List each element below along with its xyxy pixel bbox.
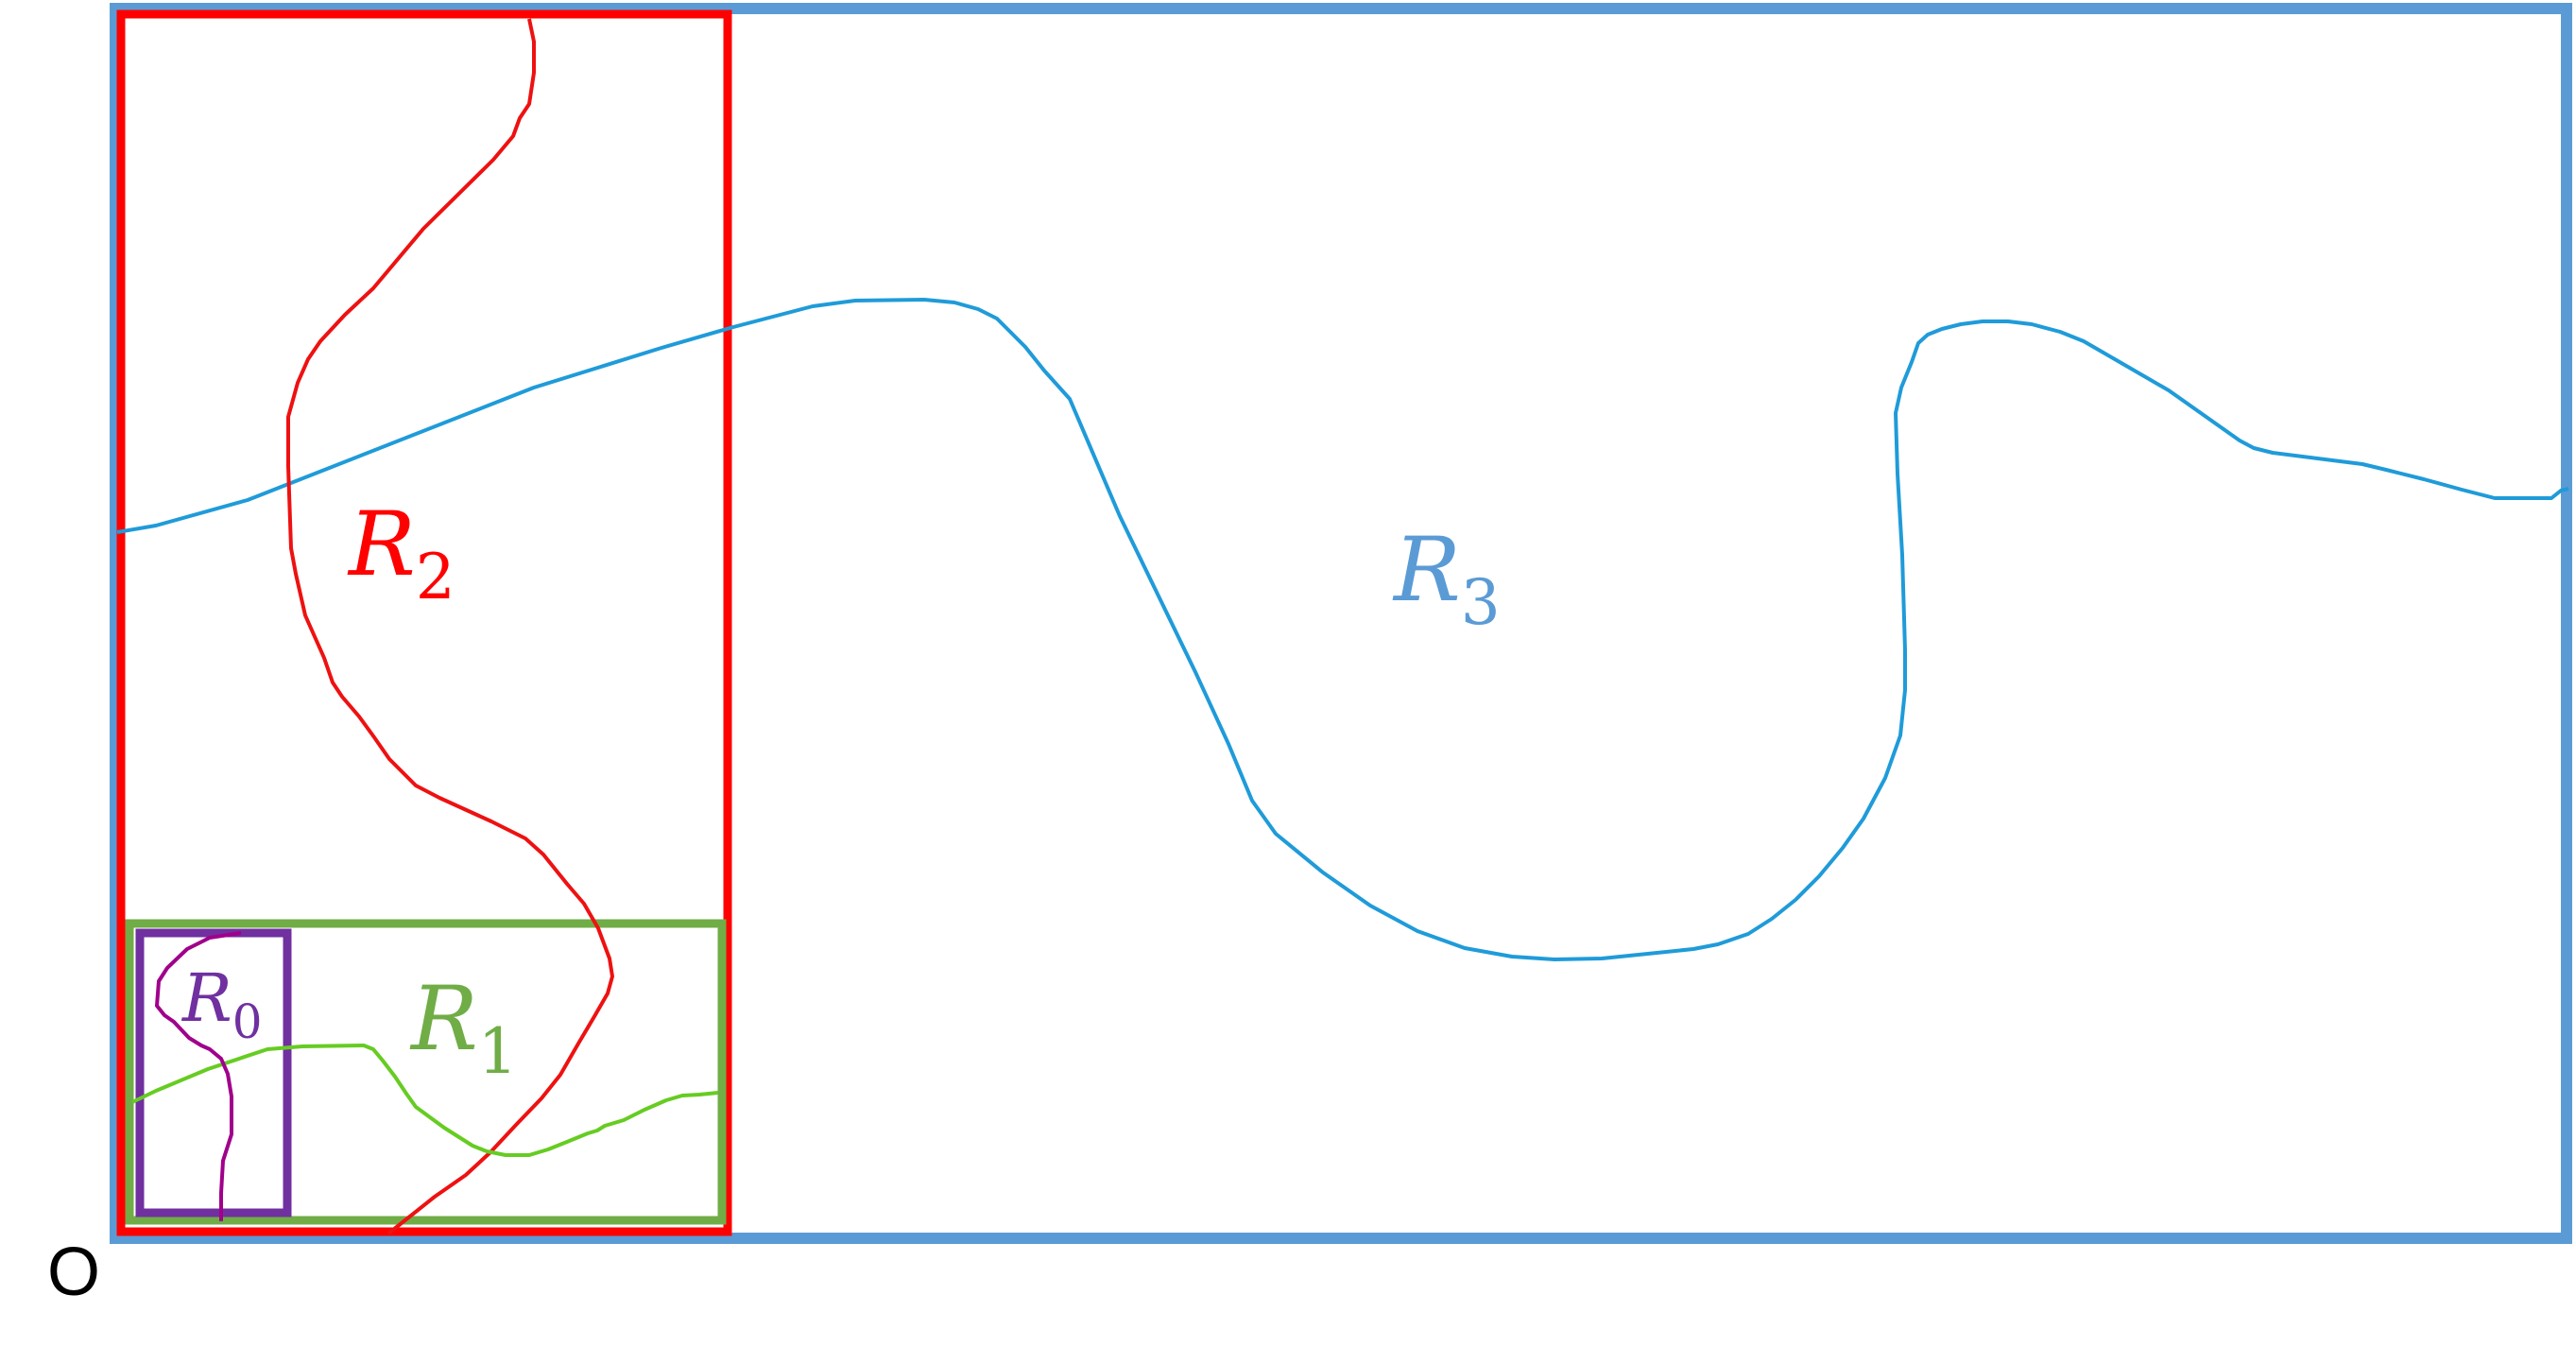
region-r0-label: R0 (180, 959, 263, 1049)
region-r3-label: R3 (1392, 519, 1501, 639)
region-r2-curve (286, 18, 614, 1235)
region-r1-box (125, 919, 727, 1225)
origin-label: O (47, 1235, 100, 1310)
region-r1-curve (131, 1044, 719, 1157)
region-r0-curve (155, 931, 242, 1221)
region-r1-label: R1 (409, 968, 518, 1088)
region-r2-box (116, 9, 732, 1236)
region-r3-curve (116, 298, 2569, 961)
region-r2-label: R2 (347, 493, 455, 613)
region-r0-box (135, 928, 292, 1217)
region-r3-box (110, 3, 2572, 1244)
